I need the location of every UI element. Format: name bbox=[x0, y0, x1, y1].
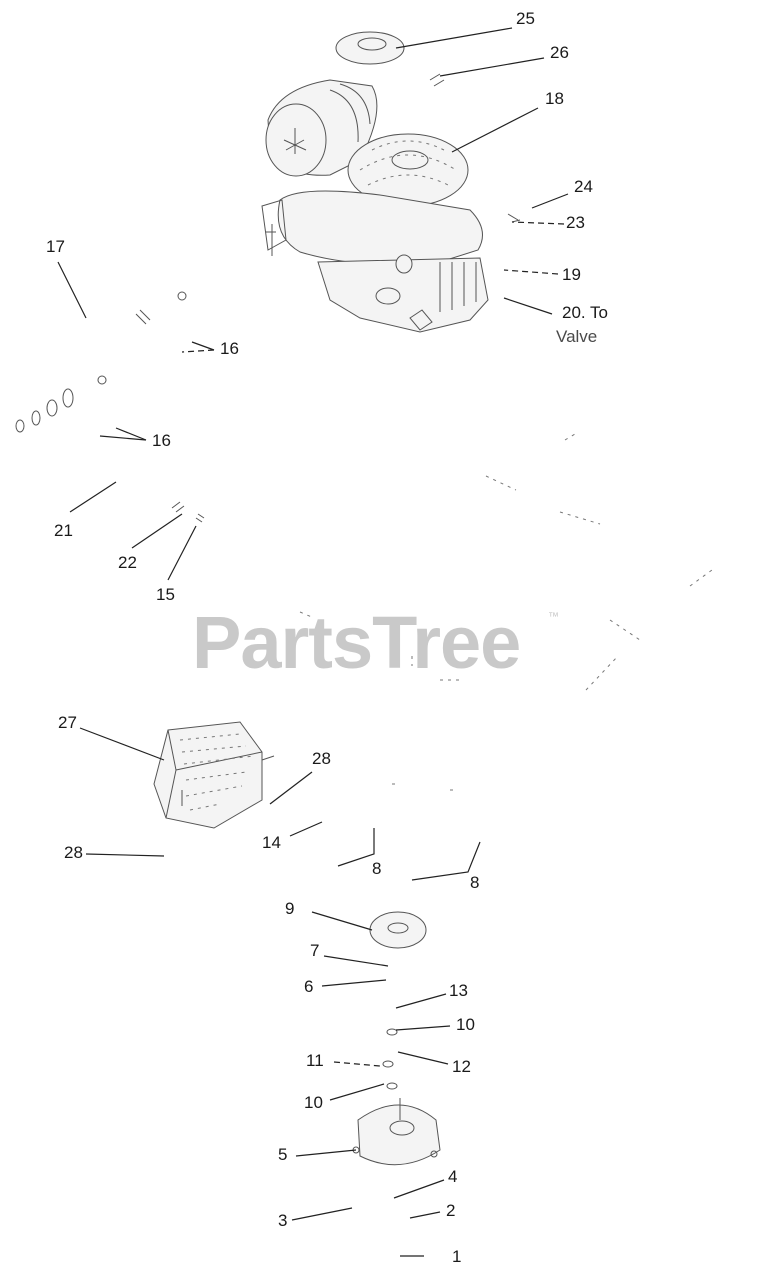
lower-parts-stack bbox=[352, 911, 441, 1166]
callout-10b: 10 bbox=[304, 1093, 323, 1112]
callout-14: 14 bbox=[262, 833, 281, 852]
callout-25: 25 bbox=[516, 9, 535, 28]
callout-26: 26 bbox=[550, 43, 569, 62]
fuel-tank bbox=[153, 721, 275, 829]
partstree-watermark: PartsTree ™ bbox=[192, 601, 559, 684]
leader-lines bbox=[57, 27, 569, 1257]
engine-assembly bbox=[261, 31, 521, 333]
callout-6: 6 bbox=[304, 977, 313, 996]
callout-27: 27 bbox=[58, 713, 77, 732]
callout-23: 23 bbox=[566, 213, 585, 232]
callout-7: 7 bbox=[310, 941, 319, 960]
watermark-trademark: ™ bbox=[548, 611, 559, 623]
callout-18: 18 bbox=[545, 89, 564, 108]
callout-8a: 8 bbox=[372, 859, 381, 878]
callout-28a: 28 bbox=[312, 749, 331, 768]
callout-15: 15 bbox=[156, 585, 175, 604]
callout-24: 24 bbox=[574, 177, 593, 196]
faint-detail-specks bbox=[299, 433, 713, 791]
callout-labels: 25 26 18 24 23 19 20. To Valve 17 16 16 … bbox=[46, 9, 608, 1266]
callout-11: 11 bbox=[306, 1051, 324, 1070]
watermark-brand: PartsTree bbox=[192, 601, 520, 684]
callout-16a: 16 bbox=[220, 339, 239, 358]
callout-20-line2: Valve bbox=[556, 327, 597, 346]
callout-9: 9 bbox=[285, 899, 294, 918]
callout-2: 2 bbox=[446, 1201, 455, 1220]
callout-3: 3 bbox=[278, 1211, 287, 1230]
callout-5: 5 bbox=[278, 1145, 287, 1164]
callout-10a: 10 bbox=[456, 1015, 475, 1034]
callout-20-line1: 20. To bbox=[562, 303, 608, 322]
callout-13: 13 bbox=[449, 981, 468, 1000]
callout-17: 17 bbox=[46, 237, 65, 256]
callout-16b: 16 bbox=[152, 431, 171, 450]
callout-12: 12 bbox=[452, 1057, 471, 1076]
callout-22: 22 bbox=[118, 553, 137, 572]
callout-19: 19 bbox=[562, 265, 581, 284]
callout-8b: 8 bbox=[470, 873, 479, 892]
left-fasteners bbox=[15, 291, 205, 523]
callout-4: 4 bbox=[448, 1167, 457, 1186]
callout-28b: 28 bbox=[64, 843, 83, 862]
callout-21: 21 bbox=[54, 521, 73, 540]
callout-1: 1 bbox=[452, 1247, 461, 1266]
